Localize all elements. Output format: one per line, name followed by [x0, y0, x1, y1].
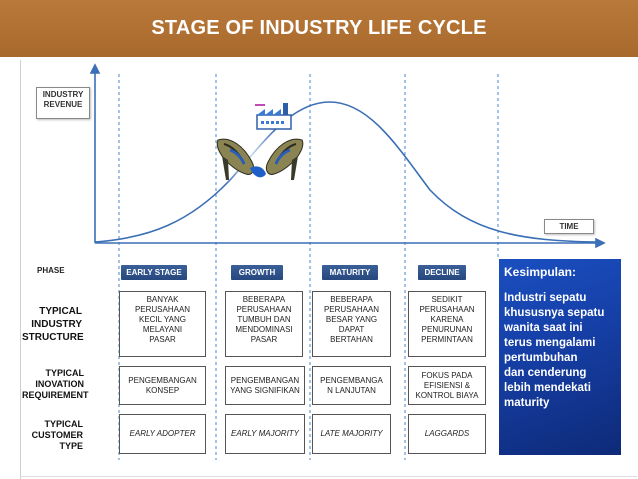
cell-line: KONSEP [145, 385, 180, 395]
row-label-innovation-line3: REQUIREMENT [22, 390, 89, 400]
customer-cell-early: EARLY ADOPTER [119, 414, 206, 454]
slide-title: STAGE OF INDUSTRY LIFE CYCLE [151, 17, 487, 39]
slide-frame [20, 60, 637, 479]
row-label-structure-line2: INDUSTRY [31, 319, 82, 330]
row-label-innovation-line1: TYPICAL [45, 368, 84, 378]
row-label-customer-line1: TYPICAL [44, 419, 83, 429]
phase-decline: DECLINE [418, 265, 466, 280]
row-label-innovation: TYPICAL INOVATION REQUIREMENT [22, 368, 89, 401]
row-label-customer-line2: CUSTOMER [31, 430, 83, 440]
conclusion-line: wanita saat ini [504, 322, 583, 334]
cell-line: MENDOMINASI [235, 325, 293, 334]
cell-line: EFISIENSI & [423, 380, 471, 390]
cell-line: BEBERAPA [330, 295, 373, 304]
cell-line: LAGGARDS [424, 429, 470, 438]
cell-line: BANYAK [146, 295, 179, 304]
conclusion-line: dan cenderung [504, 367, 587, 379]
phase-growth: GROWTH [231, 265, 283, 280]
y-axis-label-line2: REVENUE [43, 100, 83, 109]
row-label-customer: TYPICAL CUSTOMER TYPE [22, 419, 83, 452]
row-label-structure-line1: TYPICAL [39, 306, 82, 317]
cell-line: PENGEMBANGAN [230, 375, 300, 385]
row-label-innovation-line2: INOVATION [35, 379, 84, 389]
conclusion-line: maturity [504, 397, 550, 409]
title-bar: STAGE OF INDUSTRY LIFE CYCLE [0, 0, 638, 57]
cell-line: PASAR [149, 335, 176, 344]
cell-line: FOKUS PADA [421, 370, 473, 380]
structure-cell-growth: BEBERAPA PERUSAHAAN TUMBUH DAN MENDOMINA… [225, 291, 303, 357]
structure-cell-early: BANYAK PERUSAHAAN KECIL YANG MELAYANI PA… [119, 291, 206, 357]
conclusion-line: lebih mendekati [504, 382, 591, 394]
cell-line: SEDIKIT [431, 295, 463, 304]
conclusion-line: Industri sepatu [504, 292, 587, 304]
conclusion-line: khususnya sepatu [504, 307, 605, 319]
cell-line: DAPAT [338, 325, 365, 334]
conclusion-heading: Kesimpulan: [504, 265, 577, 279]
cell-line: BESAR YANG [325, 315, 378, 324]
phase-early-stage: EARLY STAGE [121, 265, 187, 280]
bottom-divider [20, 476, 637, 477]
cell-line: PERUSAHAAN [236, 305, 292, 314]
innovation-cell-maturity: PENGEMBANGA N LANJUTAN [312, 366, 391, 405]
structure-cell-maturity: BEBERAPA PERUSAHAAN BESAR YANG DAPAT BER… [312, 291, 391, 357]
chart-axes [89, 63, 606, 249]
cell-line: EARLY MAJORITY [230, 429, 300, 438]
phase-label: PHASE [37, 266, 65, 275]
cell-line: KECIL YANG [139, 315, 186, 324]
row-label-structure: TYPICAL INDUSTRY STRUCTURE [22, 305, 84, 344]
factory-icon [255, 103, 292, 130]
phase-dividers [118, 74, 499, 460]
cell-line: YANG SIGNIFIKAN [230, 385, 300, 395]
row-label-structure-line3: STRUCTURE [22, 332, 84, 343]
cell-line: BERTAHAN [330, 335, 373, 344]
cell-line: KARENA [430, 315, 464, 324]
cell-line: BEBERAPA [242, 295, 286, 304]
innovation-cell-early: PENGEMBANGAN KONSEP [119, 366, 206, 405]
y-axis-arrow [89, 63, 101, 74]
cell-line: EARLY ADOPTER [129, 429, 196, 438]
cell-line: PERUSAHAAN [134, 305, 191, 314]
customer-cell-maturity: LATE MAJORITY [312, 414, 391, 454]
conclusion-body: Industri sepatu khususnya sepatu wanita … [504, 291, 616, 411]
cell-line: PENGEMBANGAN [128, 375, 197, 385]
customer-cell-growth: EARLY MAJORITY [225, 414, 305, 454]
x-axis-label-text: TIME [559, 222, 579, 231]
shoes-image [210, 128, 310, 192]
x-axis-label: TIME [544, 219, 594, 234]
structure-cell-decline: SEDIKIT PERUSAHAAN KARENA PENURUNAN PERM… [408, 291, 486, 357]
cell-line: LATE MAJORITY [320, 429, 383, 438]
customer-cell-decline: LAGGARDS [408, 414, 486, 454]
cell-line: PERMINTAAN [421, 335, 473, 344]
cell-line: N LANJUTAN [327, 385, 376, 395]
phase-maturity: MATURITY [322, 265, 378, 280]
y-axis-label-line1: INDUSTRY [42, 90, 84, 99]
cell-line: PERUSAHAAN [323, 305, 380, 314]
revenue-curve [94, 101, 599, 243]
cell-line: MELAYANI [142, 325, 183, 334]
y-axis-label: INDUSTRY REVENUE [36, 87, 90, 119]
cell-line: PASAR [250, 335, 278, 344]
conclusion-box: Kesimpulan: Industri sepatu khususnya se… [499, 259, 621, 455]
cell-line: TUMBUH DAN [237, 315, 291, 324]
cell-line: PENGEMBANGA [320, 375, 383, 385]
innovation-cell-decline: FOKUS PADA EFISIENSI & KONTROL BIAYA [408, 366, 486, 405]
conclusion-line: pertumbuhan [504, 352, 578, 364]
x-axis-arrow [595, 237, 606, 249]
conclusion-line: terus mengalami [504, 337, 596, 349]
cell-line: KONTROL BIAYA [415, 390, 479, 400]
cell-line: PENURUNAN [421, 325, 473, 334]
row-label-customer-line3: TYPE [59, 441, 83, 451]
cell-line: PERUSAHAAN [419, 305, 475, 314]
innovation-cell-growth: PENGEMBANGAN YANG SIGNIFIKAN [225, 366, 305, 405]
